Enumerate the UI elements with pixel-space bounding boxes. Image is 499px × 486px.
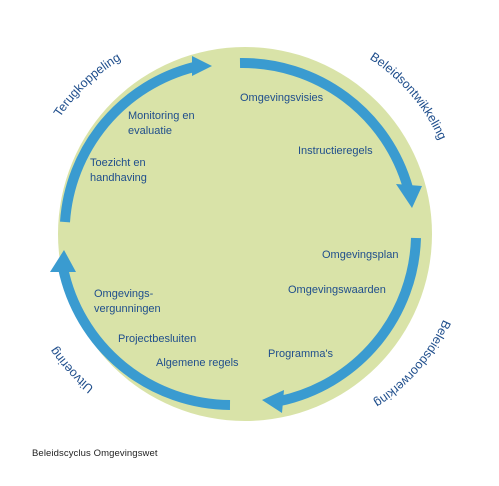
label-omgevingsvisies: Omgevingsvisies (240, 92, 324, 104)
label-toezicht-line2: handhaving (90, 172, 147, 184)
arrow-head-beleidsontwikkeling (396, 184, 422, 208)
phase-label-uitvoering: Uitvoering (47, 344, 96, 395)
label-programmas: Programma's (268, 348, 334, 360)
figure-caption: Beleidscyclus Omgevingswet (32, 448, 158, 459)
label-instructieregels: Instructieregels (298, 145, 373, 157)
label-omgevingswaarden: Omgevingswaarden (288, 284, 386, 296)
cycle-arrows (50, 56, 422, 413)
label-omgevingsvergunningen-line2: vergunningen (94, 303, 161, 315)
label-omgevingsplan: Omgevingsplan (322, 249, 398, 261)
label-algemene-regels: Algemene regels (156, 357, 239, 369)
arrow-head-terugkoppeling (192, 56, 212, 76)
label-monitoring-line2: evaluatie (128, 125, 172, 137)
label-monitoring-line1: Monitoring en (128, 110, 195, 122)
arrow-arc-beleidsontwikkeling (239, 57, 413, 190)
label-omgevingsvergunningen-line1: Omgevings- (94, 288, 154, 300)
arrow-head-beleidsdoorwerking (262, 390, 284, 413)
cycle-circle (58, 47, 432, 421)
arrow-arc-uitvoering (58, 266, 231, 410)
instrument-labels: Omgevingsvisies Instructieregels Omgevin… (90, 92, 398, 369)
arrow-arc-beleidsdoorwerking (278, 237, 421, 406)
phase-label-uitvoering-text: Uitvoering (47, 344, 96, 395)
arrow-head-uitvoering (50, 250, 76, 272)
label-toezicht-line1: Toezicht en (90, 157, 146, 169)
arrow-arc-terugkoppeling (60, 62, 196, 223)
label-projectbesluiten: Projectbesluiten (118, 333, 196, 345)
